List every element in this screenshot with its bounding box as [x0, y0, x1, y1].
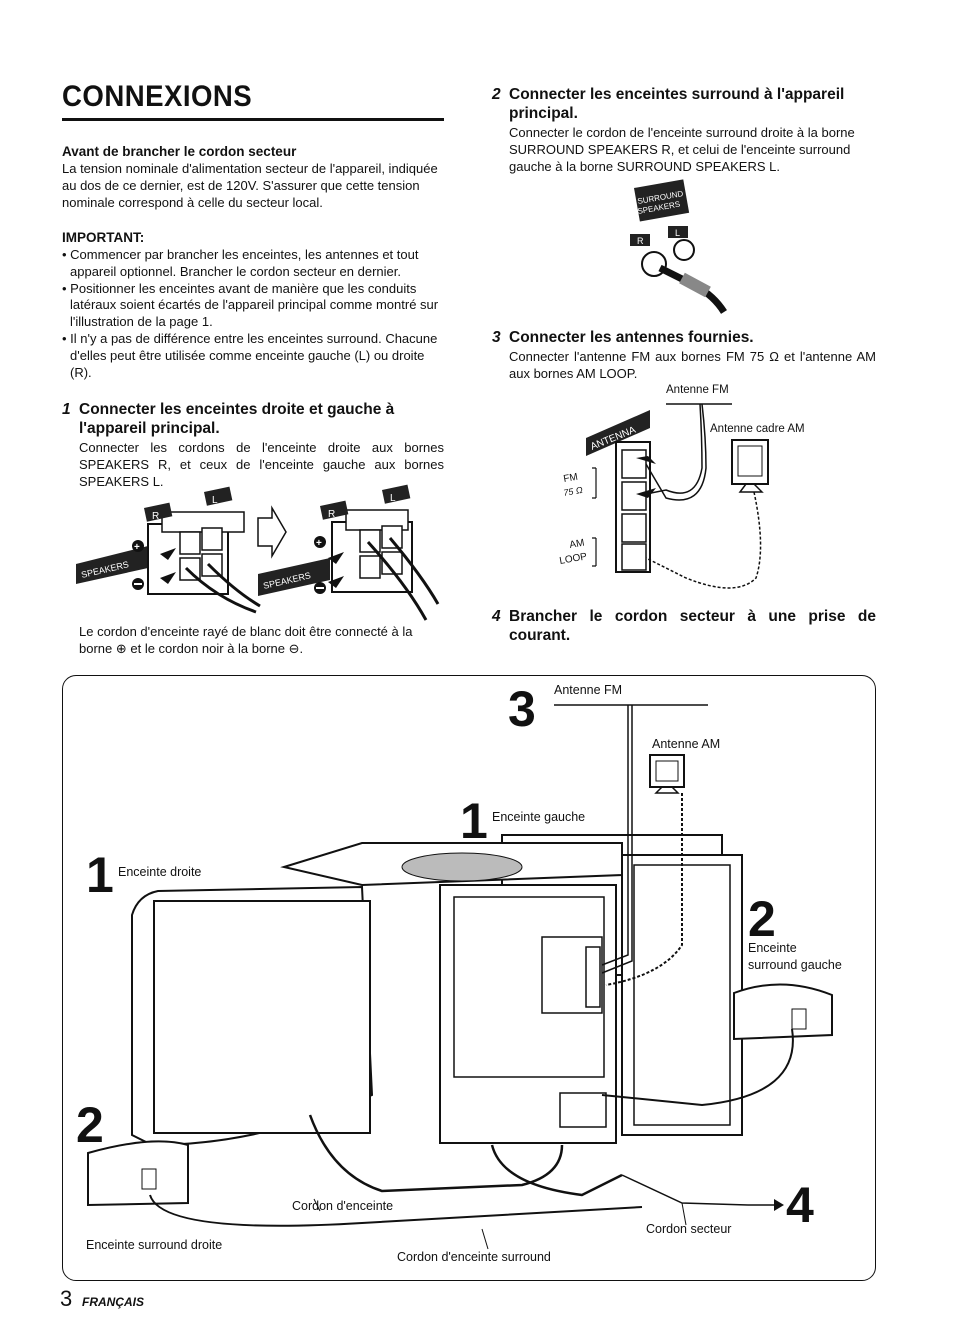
l-label-left: L: [212, 495, 218, 506]
fig-antenne-fm-label: Antenne FM: [666, 384, 729, 396]
overview-number-1-right: 1: [86, 847, 114, 903]
page-language: FRANÇAIS: [82, 1295, 144, 1309]
speaker-terminal-figure: SPEAKERS R L + SPEAKERS R L +: [76, 484, 440, 621]
r-label-right: R: [328, 509, 335, 520]
list-item: • Positionner les enceintes avant de man…: [62, 280, 439, 330]
svg-text:+: +: [316, 538, 322, 549]
surround-terminal-figure: SURROUND SPEAKERS R L: [630, 179, 727, 314]
title-underline: [62, 118, 444, 121]
overview-illustration: [87, 704, 833, 1250]
overview-number-3: 3: [508, 681, 536, 737]
step4-section: 4 Brancher le cordon secteur à une prise …: [492, 607, 876, 645]
overview-number-2-right: 2: [748, 891, 776, 947]
overview-antenne-am: Antenne AM: [652, 737, 721, 751]
step4-number: 4: [492, 608, 501, 625]
step2-section: 2 Connecter les enceintes surround à l'ap…: [492, 85, 876, 175]
important-list: • Commencer par brancher les enceintes, …: [62, 247, 444, 381]
step1-text: Connecter les cordons de l'enceinte droi…: [79, 440, 444, 489]
before-text: La tension nominale d'alimentation secte…: [62, 161, 438, 210]
step1-section: 1 Connecter les enceintes droite et gauch…: [62, 400, 444, 490]
step3-heading: Connecter les antennes fournies.: [509, 329, 754, 346]
overview-cordon-surround: Cordon d'enceinte surround: [397, 1250, 551, 1264]
step4-heading: Brancher le cordon secteur à une prise d…: [509, 608, 876, 644]
ohm-label: 75 Ω: [563, 485, 584, 498]
surround-r-label: R: [637, 236, 644, 246]
overview-surround-gauche-line1: Enceinte: [748, 941, 797, 955]
svg-text:+: +: [134, 542, 140, 553]
important-heading: IMPORTANT:: [62, 230, 145, 245]
step3-number: 3: [492, 329, 501, 346]
page-title: CONNEXIONS: [62, 80, 253, 113]
step2-text: Connecter le cordon de l'enceinte surrou…: [509, 125, 855, 174]
before-heading: Avant de brancher le cordon secteur: [62, 144, 297, 159]
overview-number-2-left: 2: [76, 1097, 104, 1153]
overview-cordon-enceinte: Cordon d'enceinte: [292, 1199, 394, 1213]
list-item: • Commencer par brancher les enceintes, …: [62, 247, 419, 279]
surround-l-label: L: [675, 228, 680, 238]
important-section: IMPORTANT: • Commencer par brancher les …: [62, 230, 444, 381]
step1-number: 1: [62, 401, 71, 418]
step2-number: 2: [492, 86, 501, 103]
before-section: Avant de brancher le cordon secteur La t…: [62, 144, 444, 211]
fm-label: FM: [563, 472, 579, 485]
step3-text: Connecter l'antenne FM aux bornes FM 75 …: [509, 349, 876, 381]
overview-enceinte-gauche: Enceinte gauche: [492, 810, 586, 824]
page-number: 3: [60, 1286, 73, 1311]
l-label-right: L: [390, 493, 396, 504]
step1-note-block: Le cordon d'enceinte rayé de blanc doit …: [79, 624, 444, 658]
overview-surround-droite: Enceinte surround droite: [86, 1238, 223, 1252]
overview-frame: [62, 675, 876, 1281]
list-item: • Il n'y a pas de différence entre les e…: [62, 330, 438, 380]
overview-antenne-fm: Antenne FM: [554, 683, 623, 697]
step1-note: Le cordon d'enceinte rayé de blanc doit …: [79, 624, 413, 656]
overview-enceinte-droite: Enceinte droite: [118, 865, 202, 879]
step3-section: 3 Connecter les antennes fournies. Connec…: [492, 328, 876, 383]
overview-number-1-left: 1: [460, 793, 488, 849]
loop-label: LOOP: [559, 551, 589, 567]
overview-surround-gauche-line2: surround gauche: [748, 958, 842, 972]
overview-number-4: 4: [786, 1177, 814, 1233]
r-label-left: R: [152, 511, 159, 522]
step2-heading: Connecter les enceintes surround à l'app…: [509, 86, 845, 122]
am-label: AM: [569, 538, 586, 551]
antenna-terminal-figure: ANTENNA FM 75 Ω AM LOOP: [559, 403, 769, 589]
step1-heading: Connecter les enceintes droite et gauche…: [79, 401, 395, 437]
overview-cordon-secteur: Cordon secteur: [646, 1222, 732, 1236]
fig-antenne-am-label: Antenne cadre AM: [710, 423, 805, 435]
